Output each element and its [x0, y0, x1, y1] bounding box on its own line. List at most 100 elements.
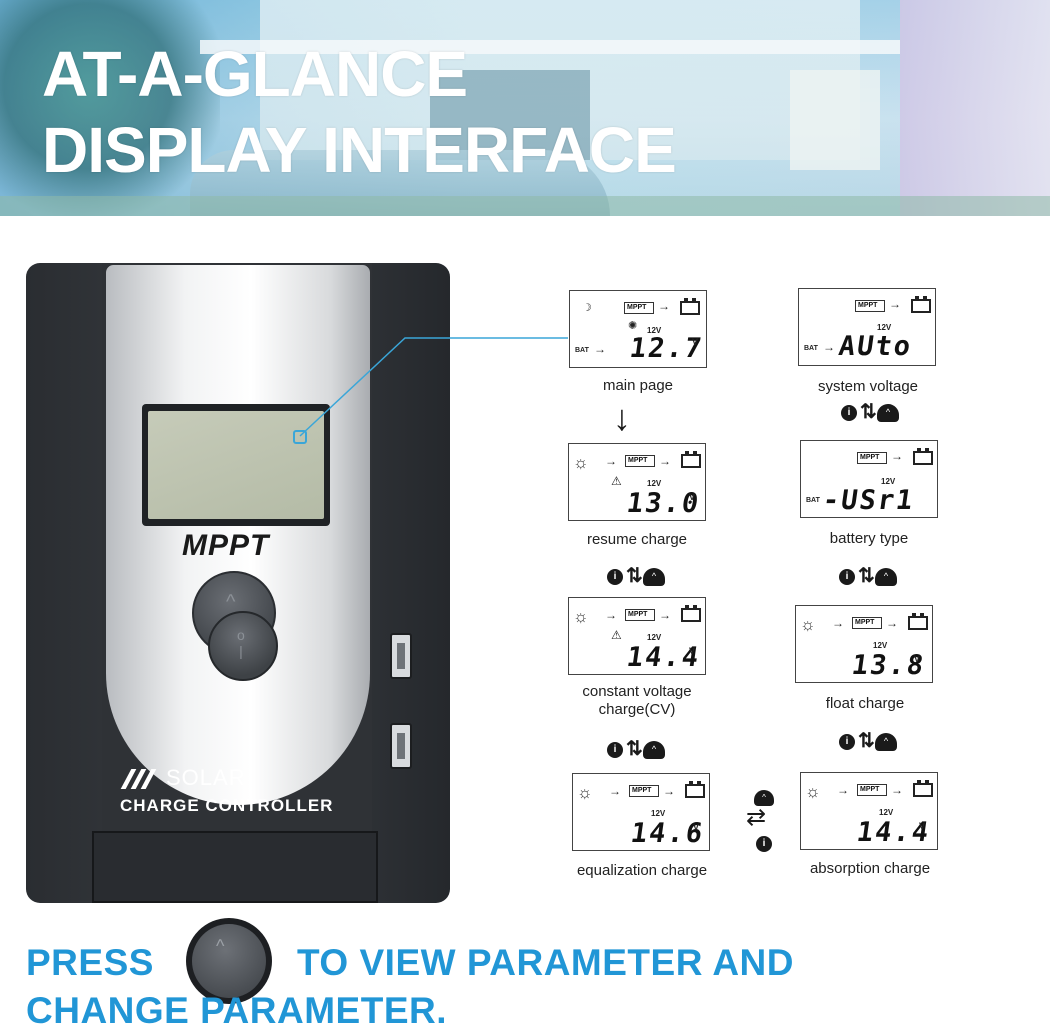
info-button-icon: i: [839, 734, 855, 750]
lcd-panel-main-page: ☽ MPPT → ✺ 12V BAT → 12.7 V: [569, 290, 707, 368]
hero-roof: [200, 40, 900, 54]
usb-port: [390, 633, 412, 679]
arrow-icon: →: [659, 454, 671, 468]
cycle-buttons-icon: i ⇅ ^: [607, 564, 671, 588]
unit-label: V: [914, 654, 921, 664]
battery-icon: [680, 298, 700, 315]
unit-label: V: [689, 492, 696, 502]
voltage-label: 12V: [647, 326, 662, 335]
mppt-label: MPPT: [852, 617, 882, 629]
battery-icon: [681, 605, 701, 622]
battery-icon: [913, 448, 933, 465]
footer-press-text: PRESS: [26, 942, 154, 983]
device-label-solar: SOLAR: [166, 765, 246, 790]
info-button-icon: i: [607, 569, 623, 585]
voltage-label: 12V: [651, 809, 666, 818]
info-button[interactable]: o|: [208, 611, 278, 681]
up-button-icon: ^: [643, 741, 665, 759]
battery-icon: [913, 780, 933, 797]
arrow-icon: →: [832, 616, 844, 630]
up-button-icon: ^: [216, 936, 225, 956]
sun-icon: ☼: [573, 607, 589, 626]
battery-icon: [911, 296, 931, 313]
lcd-reading: -USr1: [820, 485, 917, 516]
unit-label: V: [919, 821, 926, 831]
hero-lawn: [0, 196, 1050, 216]
lcd-panel-system-voltage: MPPT → 12V BAT → AUto: [798, 288, 936, 366]
arrow-icon: →: [823, 340, 835, 354]
arrow-icon: →: [837, 783, 849, 797]
arrow-icon: →: [891, 783, 903, 797]
swap-control-icon: ^ ⇄ i: [744, 790, 784, 852]
battery-icon: [685, 781, 705, 798]
voltage-label: 12V: [647, 633, 662, 642]
mppt-label: MPPT: [625, 455, 655, 467]
sun-icon: ☼: [800, 615, 816, 634]
updown-arrows-icon: ⇅: [626, 738, 643, 760]
charge-controller-device: MPPT ^ o| SOLAR CHARGE CONTROLLER: [26, 263, 450, 903]
info-button-icon: i: [839, 569, 855, 585]
arrow-icon: →: [886, 616, 898, 630]
caption-battery-type: battery type: [829, 530, 909, 547]
footer-up-button-icon: ^: [186, 918, 272, 1004]
lcd-reading: AUto: [836, 331, 915, 362]
info-button-icon: i: [841, 405, 857, 421]
voltage-label: 12V: [881, 477, 896, 486]
mppt-label: MPPT: [625, 609, 655, 621]
page-title: AT-A-GLANCE DISPLAY INTERFACE: [42, 36, 677, 188]
updown-arrows-icon: ⇅: [626, 565, 643, 587]
device-brand: MPPT: [182, 529, 270, 562]
bat-label: BAT: [804, 345, 818, 352]
lcd-panel-equalization-charge: ☼ → MPPT → 12V 14.6 V: [572, 773, 710, 851]
solar-logo-icon: [120, 769, 157, 789]
mppt-label: MPPT: [857, 452, 887, 464]
mppt-label: MPPT: [855, 300, 885, 312]
bat-label: BAT: [806, 497, 820, 504]
arrow-icon: →: [605, 608, 617, 622]
moon-icon: ☽: [582, 302, 592, 314]
up-button-icon: ^: [643, 568, 665, 586]
up-button-icon: ^: [754, 790, 774, 806]
hero-window: [790, 70, 880, 170]
lcd-panel-resume-charge: ☼ → MPPT → ⚠ 12V 13.0 V: [568, 443, 706, 521]
warning-icon: ⚠: [611, 474, 622, 488]
cycle-buttons-icon: i ⇅ ^: [839, 564, 903, 588]
caption-equalization-charge: equalization charge: [576, 862, 708, 879]
mppt-label: MPPT: [624, 302, 654, 314]
lcd-panel-float-charge: ☼ → MPPT → 12V 13.8 V: [795, 605, 933, 683]
unit-label: V: [689, 646, 696, 656]
arrow-icon: →: [889, 297, 901, 311]
arrow-icon: →: [659, 608, 671, 622]
caption-constant-voltage: constant voltage charge(CV): [558, 683, 716, 719]
cycle-buttons-icon: i ⇅ ^: [839, 729, 903, 753]
up-button-icon: ^: [875, 733, 897, 751]
voltage-label: 12V: [647, 479, 662, 488]
device-label-controller: CHARGE CONTROLLER: [120, 796, 334, 815]
up-button-icon: ^: [226, 591, 236, 613]
arrow-icon: →: [658, 299, 670, 313]
arrow-icon: →: [663, 784, 675, 798]
page-title-line1: AT-A-GLANCE: [42, 38, 468, 110]
updown-arrows-icon: ⇅: [860, 401, 877, 423]
hero-window: [430, 70, 590, 160]
sun-icon: ☼: [577, 783, 593, 802]
unit-label: V: [693, 822, 700, 832]
unit-label: V: [692, 337, 699, 347]
hero-wall: [900, 0, 1050, 216]
mppt-label: MPPT: [857, 784, 887, 796]
arrow-icon: →: [891, 449, 903, 463]
swap-arrows-icon: ⇄: [746, 804, 767, 831]
hero-banner: AT-A-GLANCE DISPLAY INTERFACE: [0, 0, 1050, 216]
caption-absorption-charge: absorption charge: [809, 860, 931, 877]
caption-system-voltage: system voltage: [817, 378, 919, 395]
sun-icon: ☼: [573, 453, 589, 472]
info-button-icon: i: [607, 742, 623, 758]
lcd-panel-absorption-charge: ☼ → MPPT → 12V 14.4 V: [800, 772, 938, 850]
sun-icon: ☼: [805, 782, 821, 801]
updown-arrows-icon: ⇅: [858, 565, 875, 587]
voltage-label: 12V: [877, 323, 892, 332]
info-button-icon: o|: [237, 627, 245, 659]
caption-main-page: main page: [602, 377, 674, 394]
footer-view-text: TO VIEW PARAMETER AND: [297, 942, 794, 983]
cycle-buttons-icon: i ⇅ ^: [607, 737, 671, 761]
